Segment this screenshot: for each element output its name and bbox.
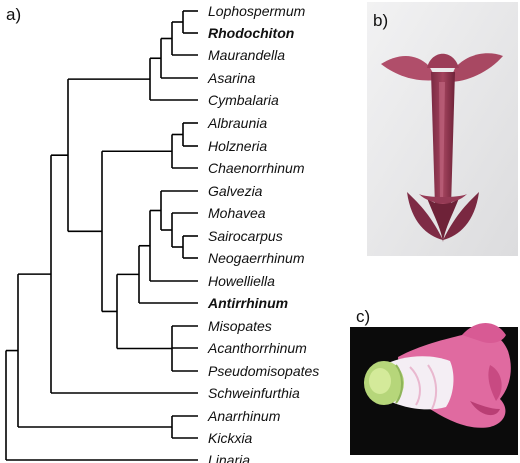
taxon-label: Chaenorrhinum	[208, 160, 305, 176]
taxon-label: Galvezia	[208, 183, 263, 199]
taxon-label: Misopates	[208, 318, 272, 334]
taxon-label: Linaria	[208, 452, 250, 463]
taxon-label: Cymbalaria	[208, 92, 279, 108]
panel-label-b: b)	[373, 11, 388, 30]
flower-b-illustration	[367, 2, 518, 256]
flower-c-illustration	[350, 305, 518, 455]
taxon-label: Pseudomisopates	[208, 363, 319, 379]
taxon-label: Howelliella	[208, 273, 275, 289]
taxon-label: Lophospermum	[208, 3, 306, 19]
taxon-label: Albraunia	[207, 115, 267, 131]
taxon-label: Mohavea	[208, 205, 266, 221]
taxon-label: Maurandella	[208, 47, 285, 63]
taxon-label: Acanthorrhinum	[207, 340, 307, 356]
panel-label-c: c)	[356, 307, 370, 326]
taxon-label: Rhodochiton	[208, 25, 294, 41]
taxon-label: Antirrhinum	[207, 295, 288, 311]
taxon-label: Holzneria	[208, 138, 267, 154]
taxon-label: Asarina	[207, 70, 256, 86]
taxon-label: Anarrhinum	[207, 408, 281, 424]
taxon-label: Neogaerrhinum	[208, 250, 305, 266]
taxon-label: Schweinfurthia	[208, 385, 300, 401]
panel-label-a: a)	[6, 5, 21, 24]
tree-branches	[5, 10, 198, 461]
taxon-label: Sairocarpus	[208, 228, 283, 244]
photo-rhodochiton-flower: b)	[367, 2, 518, 256]
panel-label-b-container: b)	[373, 11, 388, 30]
taxon-label: Kickxia	[208, 430, 253, 446]
panel-label-c-container: c)	[356, 307, 370, 326]
photo-antirrhinum-flower: c)	[350, 305, 518, 455]
taxon-labels: LophospermumRhodochitonMaurandellaAsarin…	[207, 3, 319, 463]
